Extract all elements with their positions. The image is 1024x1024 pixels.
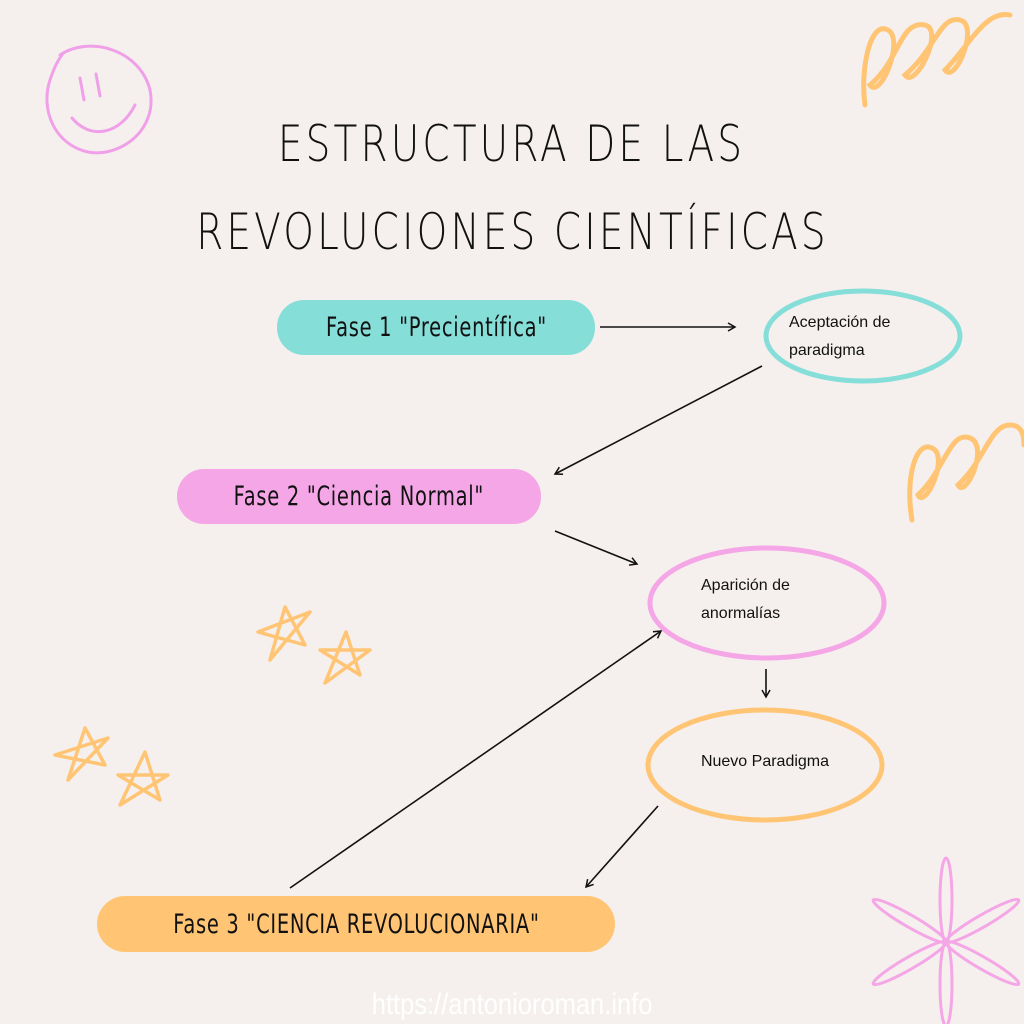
- title-line-1: ESTRUCTURA DE LAS: [278, 115, 746, 173]
- aparicion-oval: [647, 545, 887, 661]
- fase2-pill: Fase 2 "Ciencia Normal": [233, 481, 485, 512]
- fase2-pill-bg: [177, 469, 541, 524]
- fase1-pill: Fase 1 "Precientífica": [325, 312, 547, 343]
- flower-doodle-icon: [871, 856, 1021, 1024]
- arrow-fase2-to-aparicion: [554, 530, 639, 566]
- arrow-aceptacion-to-fase2: [553, 365, 763, 476]
- star-doodle-icon: [53, 605, 372, 807]
- fase3-pill-bg: [97, 896, 615, 952]
- fase1-pill-bg: [277, 300, 595, 355]
- arrow-nuevo-to-fase3: [584, 805, 659, 889]
- title-line-2: REVOLUCIONES CIENTÍFICAS: [195, 203, 829, 261]
- watermark: https://antonioroman.info: [371, 988, 653, 1021]
- nuevo-oval: [645, 707, 885, 823]
- smiley-doodle-icon: [45, 44, 153, 155]
- fase3-pill: Fase 3 "CIENCIA REVOLUCIONARIA": [172, 908, 540, 940]
- nuevo-label: Nuevo Paradigma: [700, 753, 830, 770]
- spiral-doodle-icon: [861, 12, 1013, 108]
- arrow-fase3-to-aparicion: [289, 630, 663, 889]
- aceptacion-oval: [763, 288, 963, 384]
- spiral-doodle-icon: [907, 422, 1024, 523]
